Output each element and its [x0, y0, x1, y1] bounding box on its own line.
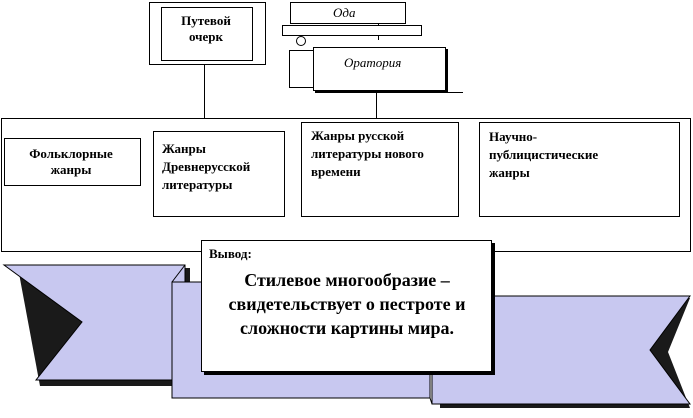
genre-box-new-time: [301, 122, 459, 217]
ocherk-label: Путевой очерк: [181, 13, 231, 44]
genre-box-old-russian: [153, 131, 285, 217]
ocherk-inner-box: [161, 7, 253, 61]
connector-ocherk: [204, 62, 205, 118]
oratoriya-label: Оратория: [344, 55, 402, 70]
ribbon-right-end: [431, 295, 691, 405]
connector-oratoriya: [376, 92, 377, 118]
conclusion-box: [201, 240, 492, 372]
oda-plate: [282, 25, 422, 36]
oda-circle: [296, 36, 306, 46]
genre-label-science: Научно-публицистические жанры: [489, 129, 599, 180]
connector-oratoriya-right: [445, 92, 463, 93]
genre-label-folklore: Фольклорные жанры: [29, 146, 113, 177]
genre-box-folklore: [4, 138, 141, 186]
genre-label-new-time: Жанры русской литературы нового времени: [311, 128, 424, 179]
oda-box: [290, 2, 406, 24]
ribbon-left-end: [2, 264, 186, 381]
genre-label-old-russian: Жанры Древнерусской литературы: [162, 141, 251, 192]
oratoriya-box: [313, 47, 446, 91]
conclusion-title: Вывод:: [209, 246, 252, 261]
genre-box-science: [479, 122, 680, 217]
conclusion-text: Стилевое многообразие – свидетельствует …: [228, 270, 466, 338]
oda-label: Ода: [333, 5, 356, 20]
